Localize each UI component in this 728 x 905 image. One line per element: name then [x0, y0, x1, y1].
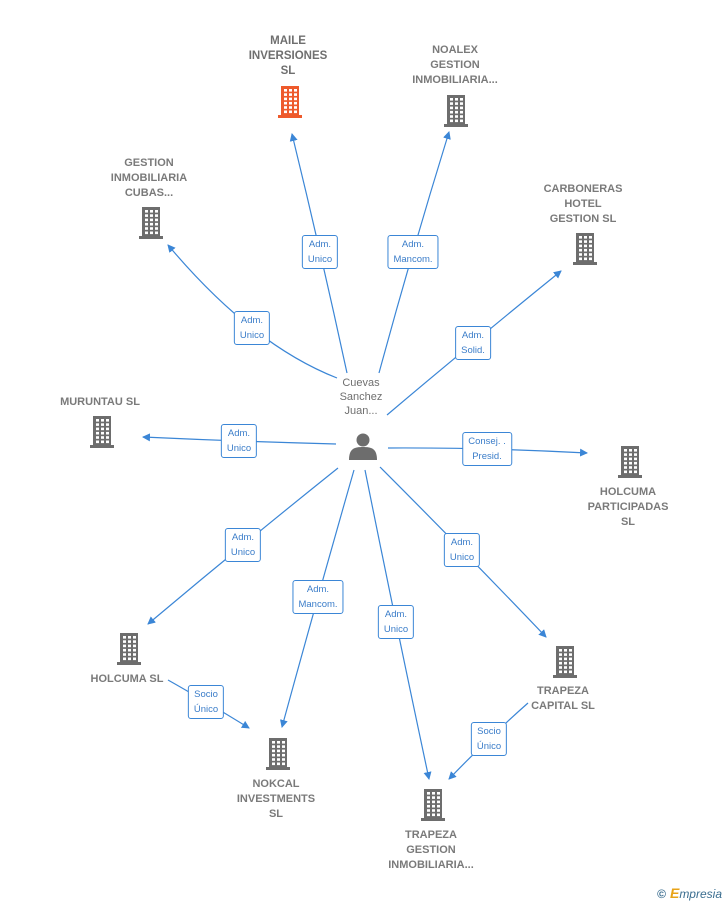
- footer-brand[interactable]: ©Empresia: [657, 885, 722, 901]
- relation-badge-nokcal[interactable]: Adm. Mancom.: [292, 580, 344, 614]
- relation-badge-noalex[interactable]: Adm. Mancom.: [387, 235, 439, 269]
- company-name-nokcal[interactable]: NOKCAL INVESTMENTS SL: [236, 777, 316, 820]
- brand-initial: E: [669, 885, 680, 901]
- building-icon-maile[interactable]: [278, 86, 302, 118]
- company-name-noalex[interactable]: NOALEX GESTION INMOBILIARIA...: [412, 43, 498, 86]
- building-icon-trapeza_gestion[interactable]: [421, 789, 445, 821]
- person-icon[interactable]: [349, 433, 377, 461]
- relation-badge-holcuma_part[interactable]: Consej. . Presid.: [462, 432, 512, 466]
- company-name-holcuma_part[interactable]: HOLCUMA PARTICIPADAS SL: [587, 485, 669, 528]
- building-icon-nokcal[interactable]: [266, 738, 290, 770]
- relation-badge-trapeza_gestion[interactable]: Adm. Unico: [377, 605, 415, 639]
- building-icon-muruntau[interactable]: [90, 416, 114, 448]
- building-icon-holcuma_part[interactable]: [618, 446, 642, 478]
- relation-badge-carboneras[interactable]: Adm. Solid.: [455, 326, 491, 360]
- company-name-maile[interactable]: MAILE INVERSIONES SL: [248, 34, 328, 77]
- relation-badge-muruntau[interactable]: Adm. Unico: [220, 424, 258, 458]
- building-icon-carboneras[interactable]: [573, 233, 597, 265]
- relation-badge-gestion_cubas[interactable]: Adm. Unico: [233, 311, 271, 345]
- company-name-muruntau[interactable]: MURUNTAU SL: [60, 395, 140, 408]
- relation-badge-maile[interactable]: Adm. Unico: [301, 235, 339, 269]
- relation-badge-holcuma[interactable]: Adm. Unico: [224, 528, 262, 562]
- relation-badge-nokcal-from-holcuma[interactable]: Socio Único: [187, 685, 225, 719]
- company-name-carboneras[interactable]: CARBONERAS HOTEL GESTION SL: [543, 182, 623, 225]
- copyright-symbol: ©: [657, 887, 666, 901]
- company-name-gestion_cubas[interactable]: GESTION INMOBILIARIA CUBAS...: [110, 156, 188, 199]
- company-name-holcuma[interactable]: HOLCUMA SL: [90, 672, 164, 685]
- building-icon-noalex[interactable]: [444, 95, 468, 127]
- relation-badge-trapeza_gestion-from-trapeza_capital[interactable]: Socio Único: [470, 722, 508, 756]
- building-icon-holcuma[interactable]: [117, 633, 141, 665]
- company-name-trapeza_capital[interactable]: TRAPEZA CAPITAL SL: [531, 685, 595, 712]
- building-icon-trapeza_capital[interactable]: [553, 646, 577, 678]
- building-icon-gestion_cubas[interactable]: [139, 207, 163, 239]
- center-person-name[interactable]: Cuevas Sanchez Juan...: [339, 377, 383, 417]
- brand-name: mpresia: [679, 887, 722, 901]
- company-name-trapeza_gestion[interactable]: TRAPEZA GESTION INMOBILIARIA...: [388, 828, 474, 871]
- relation-badge-trapeza_capital[interactable]: Adm. Unico: [443, 533, 481, 567]
